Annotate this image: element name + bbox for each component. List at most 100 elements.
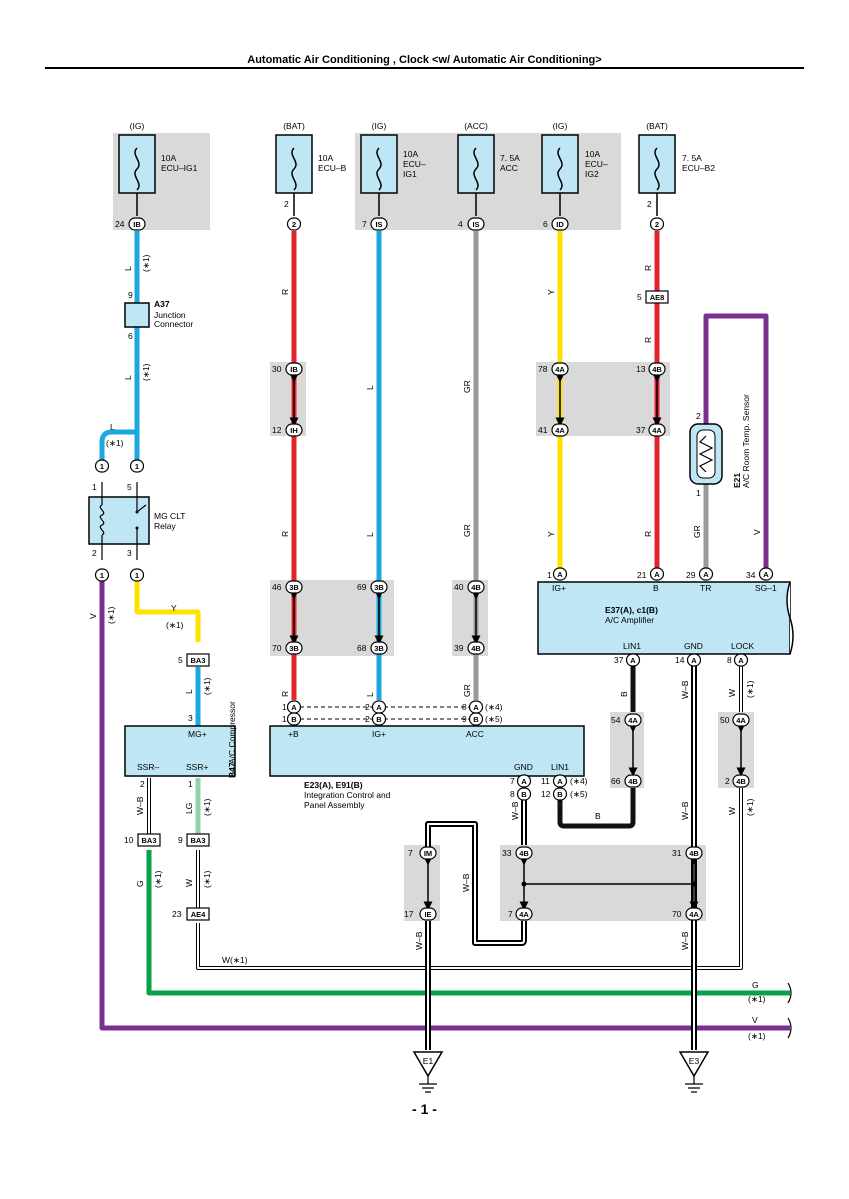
- svg-text:(∗1): (∗1): [202, 870, 212, 888]
- wire-w-lock: [196, 665, 743, 970]
- svg-text:8: 8: [510, 789, 515, 799]
- connector-label: IH: [290, 426, 298, 435]
- svg-text:V: V: [752, 529, 762, 535]
- svg-text:24: 24: [115, 219, 125, 229]
- svg-text:5: 5: [637, 292, 642, 302]
- connector-label: 1: [135, 462, 139, 471]
- connector-bubble: A: [733, 653, 749, 667]
- fuse-ecu-ig1-2: [360, 134, 398, 216]
- wire-w-lock-inner: [197, 665, 742, 969]
- amp-pin-tr: TR: [700, 583, 711, 593]
- connector-bubble: 4A: [515, 907, 533, 921]
- connector-bubble: A: [552, 567, 568, 581]
- compressor-pin-top: MG+: [188, 729, 207, 739]
- svg-text:R: R: [643, 531, 653, 537]
- relay-coil-icon: [99, 504, 105, 536]
- connector-label: A: [738, 656, 744, 665]
- svg-text:70: 70: [272, 643, 282, 653]
- svg-text:V: V: [752, 1015, 758, 1025]
- relay-box: [88, 496, 150, 545]
- sensor-code: E21: [732, 473, 742, 488]
- svg-text:5: 5: [127, 482, 132, 492]
- svg-text:GR: GR: [462, 684, 472, 697]
- connector-bubble: 4A: [551, 362, 569, 376]
- svg-text:LG: LG: [184, 803, 194, 814]
- svg-text:33: 33: [502, 848, 512, 858]
- svg-text:8: 8: [462, 702, 467, 712]
- connector-label: A: [557, 777, 563, 786]
- connector-bubble: B: [286, 712, 302, 726]
- source-label-ig-2: (IG): [372, 121, 387, 131]
- connector-bubble: IE: [419, 907, 437, 921]
- svg-text:W(∗1): W(∗1): [222, 955, 248, 965]
- connector-label: A: [521, 777, 527, 786]
- svg-text:7: 7: [408, 848, 413, 858]
- svg-text:17: 17: [404, 909, 414, 919]
- connector-label: A: [376, 703, 382, 712]
- wires: [99, 231, 790, 1050]
- svg-text:(∗1): (∗1): [202, 798, 212, 816]
- amp-pin-sg1: SG–1: [755, 583, 777, 593]
- compressor-code: B47: [227, 762, 237, 778]
- svg-text:6: 6: [128, 331, 133, 341]
- int-pin-lin1: LIN1: [551, 762, 569, 772]
- sensor-name: A/C Room Temp. Sensor: [741, 394, 751, 488]
- connector-label: A: [691, 656, 697, 665]
- connector-label: 4A: [689, 910, 699, 919]
- svg-text:1: 1: [282, 714, 287, 724]
- connector-tag: BA3: [186, 833, 210, 847]
- svg-text:(∗1): (∗1): [745, 798, 755, 816]
- amp-pin-ig: IG+: [552, 583, 566, 593]
- page-number: - 1 -: [412, 1101, 437, 1117]
- connector-bubble: 1: [129, 568, 145, 582]
- svg-text:GR: GR: [462, 380, 472, 393]
- connector-label: 4A: [519, 910, 529, 919]
- svg-text:4: 4: [458, 219, 463, 229]
- svg-text:37: 37: [614, 655, 624, 665]
- fuse-name-3a: ECU–: [403, 159, 426, 169]
- int-pin-acc: ACC: [466, 729, 484, 739]
- connector-bubble: 4A: [551, 423, 569, 437]
- connector-label: IB: [290, 365, 298, 374]
- connector-bubble: 4B: [467, 580, 485, 594]
- connector-label: B: [291, 715, 297, 724]
- fuse-amp-3: 10A: [403, 149, 418, 159]
- svg-text:(∗1): (∗1): [166, 620, 184, 630]
- svg-text:W–B: W–B: [414, 931, 424, 950]
- svg-text:3: 3: [127, 548, 132, 558]
- svg-text:21: 21: [637, 570, 647, 580]
- svg-text:14: 14: [675, 655, 685, 665]
- svg-text:G: G: [135, 880, 145, 887]
- svg-text:GR: GR: [692, 525, 702, 538]
- svg-text:Y: Y: [546, 289, 556, 295]
- fuse-name-2: ECU–B: [318, 163, 347, 173]
- svg-text:78: 78: [538, 364, 548, 374]
- connector-label: B: [521, 790, 527, 799]
- connector-bubble: 4B: [732, 774, 750, 788]
- svg-text:23: 23: [172, 909, 182, 919]
- int-line2: Panel Assembly: [304, 800, 365, 810]
- connector-label: A: [703, 570, 709, 579]
- svg-text:(∗1): (∗1): [748, 1031, 766, 1041]
- fuse-name-4: ACC: [500, 163, 518, 173]
- int-code: E23(A), E91(B): [304, 780, 363, 790]
- svg-text:29: 29: [686, 570, 696, 580]
- connector-label: 4B: [652, 365, 662, 374]
- connector-label: A: [473, 703, 479, 712]
- svg-text:1: 1: [188, 779, 193, 789]
- fuse-name-3b: IG1: [403, 169, 417, 179]
- svg-text:(∗1): (∗1): [141, 254, 151, 272]
- svg-text:46: 46: [272, 582, 282, 592]
- connector-label: 4B: [519, 849, 529, 858]
- connector-label: 3B: [289, 583, 299, 592]
- page-title: Automatic Air Conditioning , Clock <w/ A…: [247, 54, 602, 66]
- svg-text:2: 2: [696, 411, 701, 421]
- svg-text:7: 7: [362, 219, 367, 229]
- resistor-icon: [698, 435, 714, 473]
- svg-text:8: 8: [727, 655, 732, 665]
- svg-text:L: L: [365, 532, 375, 537]
- connector-tag-label: BA3: [141, 836, 156, 845]
- svg-text:R: R: [643, 265, 653, 271]
- connector-bubble: 2: [286, 217, 302, 231]
